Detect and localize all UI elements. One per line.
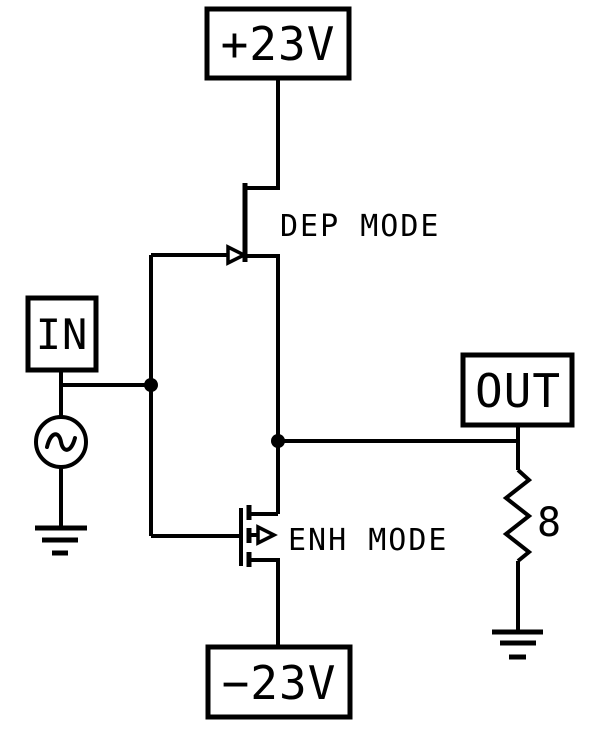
enhancement-mode-transistor: ENH MODE [239,505,449,647]
ground-icon-left [35,525,87,556]
dep-mode-label: DEP MODE [280,209,441,244]
resistor-value-label: 8 [537,500,561,546]
supply-negative-outline [205,644,353,720]
input-terminal-box: IN [25,295,99,373]
enh-mode-label: ENH MODE [288,523,449,558]
ground-icon-right [492,629,543,660]
output-terminal-box: OUT [460,352,575,428]
junction-dot-input [144,378,158,392]
supply-positive-label: +23V [221,17,336,71]
dep-gate-arrow-icon [226,244,248,266]
wire-supply-to-dep-drain [247,78,280,190]
output-label: OUT [475,364,561,418]
dep-source-wire [245,254,280,441]
positive-supply-box: +23V [204,6,352,81]
ac-source-icon [34,415,88,469]
sine-wave-icon [45,432,77,452]
depletion-mode-transistor: DEP MODE [151,183,441,441]
resistor-zigzag [502,468,533,563]
negative-supply-box: −23V [205,644,353,720]
input-label: IN [36,310,89,359]
enh-source-wire [251,558,280,647]
supply-negative-label: −23V [222,656,337,710]
enh-body-arrow-icon [256,524,278,546]
load-resistor: 8 [502,468,561,563]
input-outline [25,295,99,373]
